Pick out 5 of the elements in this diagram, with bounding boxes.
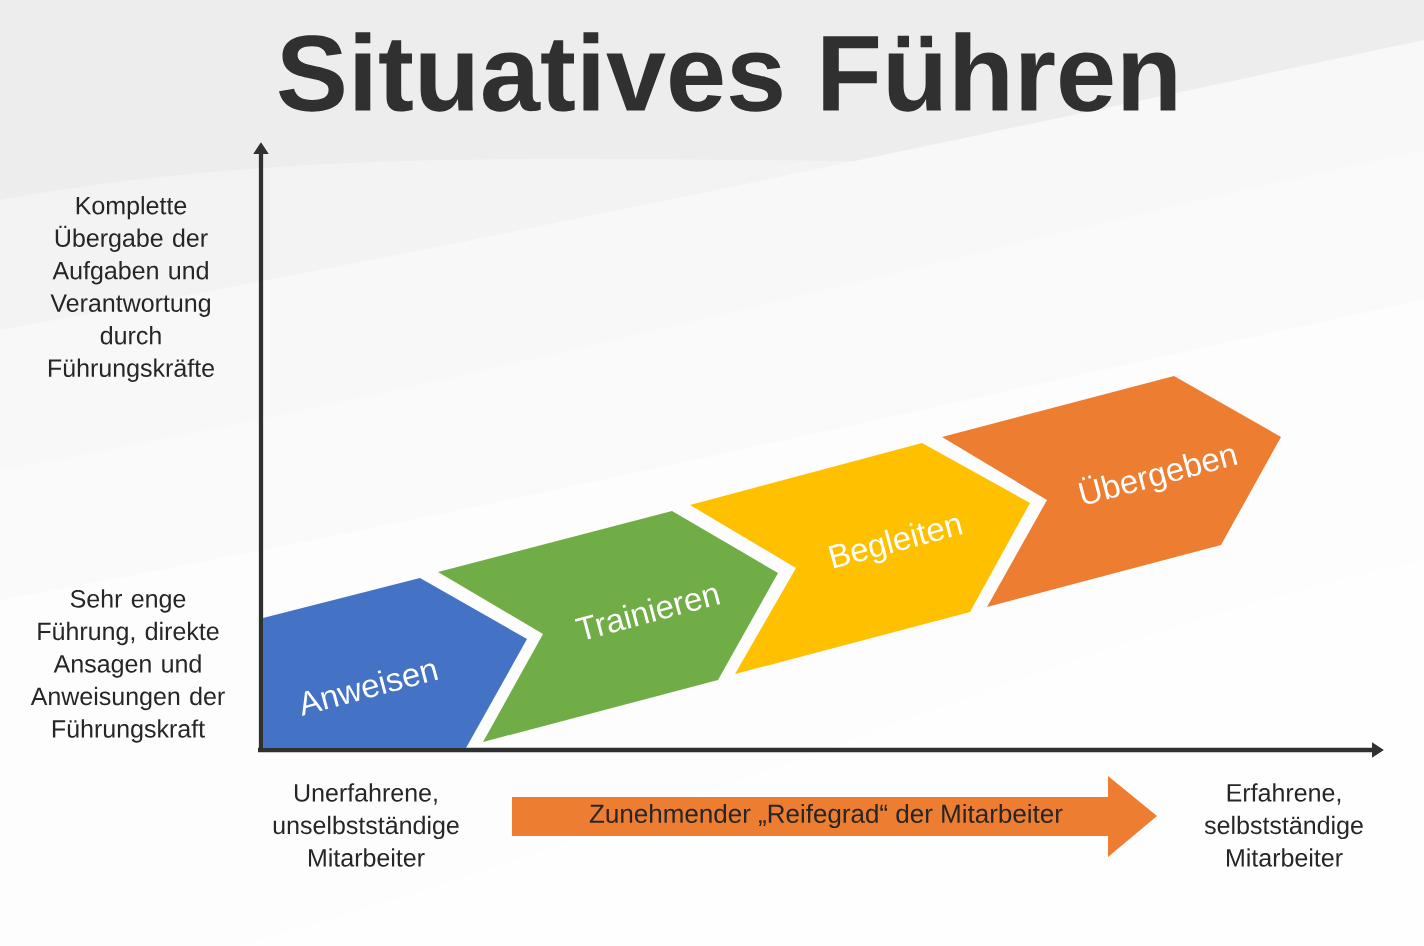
title: Situatives Führen [279, 32, 1176, 112]
axis-label: Erfahrene, selbstständige Mitarbeiter [1204, 783, 1363, 867]
axis-label: Sehr enge Führung, direkte Ansagen und Anweisungen der Führungskraft [30, 589, 225, 743]
axis-label: Komplette Übergabe der Aufgaben und Verantwortung durch Führungskräfte [49, 196, 214, 382]
axis-label: Unerfahrene, unselbstständige Mitarbeiter [273, 783, 459, 867]
